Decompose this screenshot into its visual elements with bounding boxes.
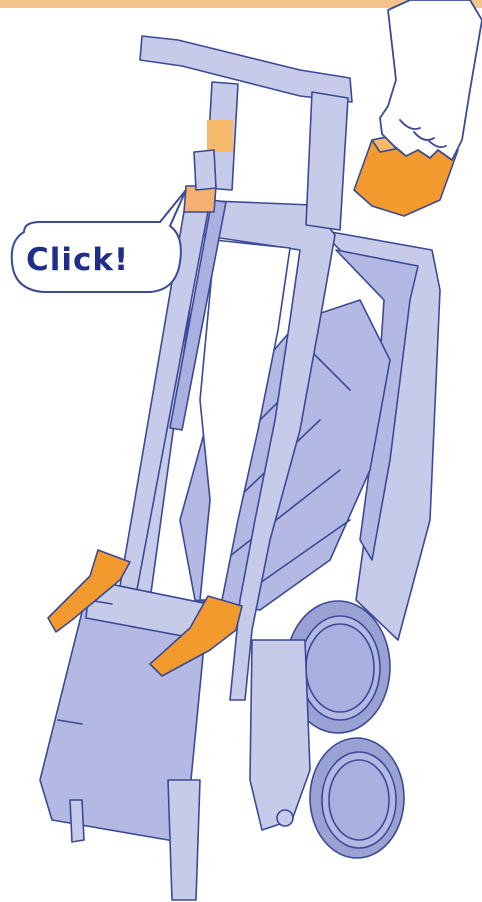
front-leg (70, 800, 84, 842)
handle-right-leg (306, 92, 348, 230)
wheel-bracket (250, 640, 310, 830)
callout-text: Click! (26, 242, 129, 278)
lock-hook (194, 150, 216, 190)
lower-frame-leg (168, 780, 200, 900)
click-callout: Click! (12, 190, 186, 292)
axle-hub (277, 810, 293, 826)
handle-tube-highlight (207, 120, 233, 152)
lower-wheel (310, 738, 404, 858)
hand (380, 0, 482, 160)
handle-bar (140, 36, 352, 102)
